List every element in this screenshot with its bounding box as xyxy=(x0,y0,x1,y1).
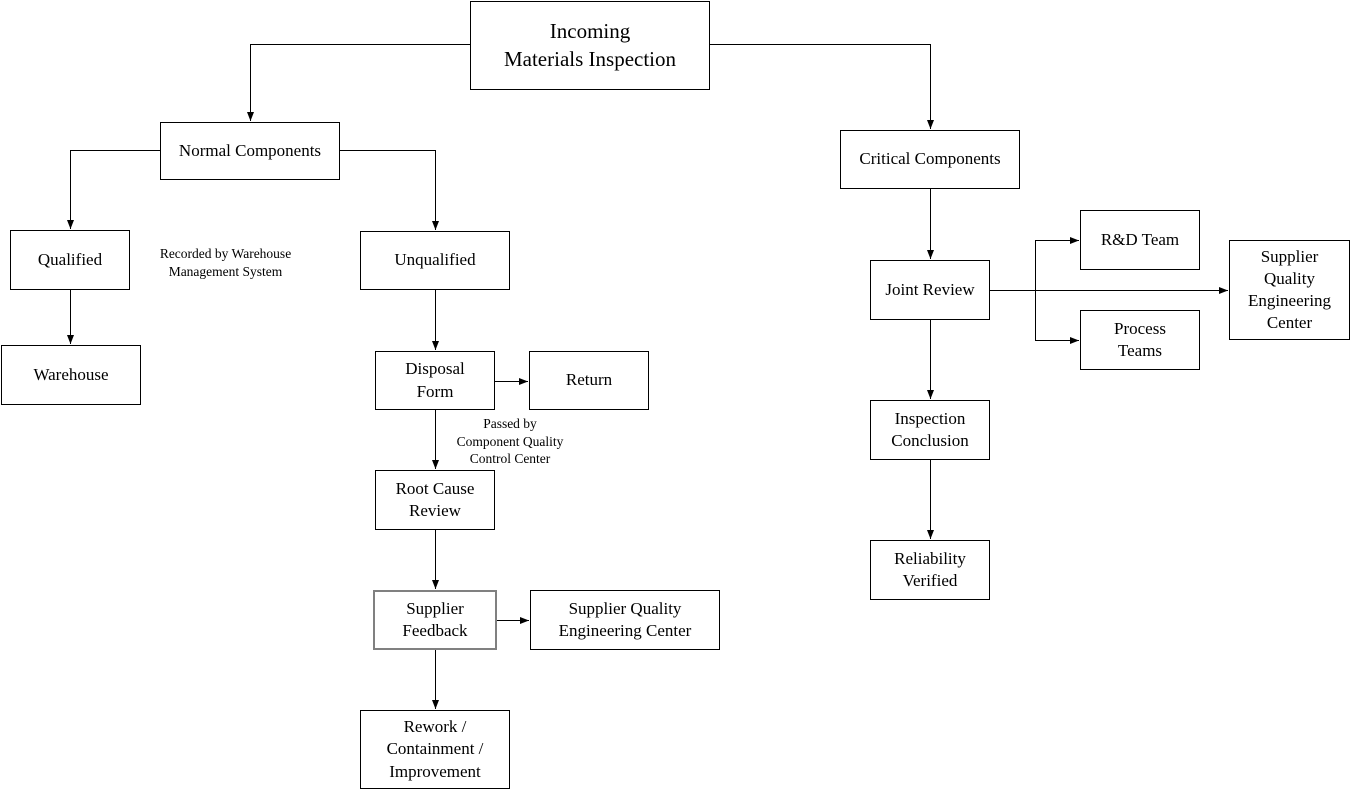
node-disposal-form: Disposal Form xyxy=(375,351,495,410)
node-supplier-feedback: Supplier Feedback xyxy=(373,590,497,650)
annotation-passed-by-cqcc: Passed by Component Quality Control Cent… xyxy=(456,416,564,467)
node-incoming-materials-inspection: Incoming Materials Inspection xyxy=(470,1,710,90)
node-return: Return xyxy=(529,351,649,410)
node-reliability-verified: Reliability Verified xyxy=(870,540,990,600)
node-supplier-quality-engineering-center-right: Supplier Quality Engineering Center xyxy=(1229,240,1350,340)
edge-incoming-to-normal xyxy=(247,44,470,121)
node-warehouse: Warehouse xyxy=(1,345,141,405)
edge-joint-to-rd-team xyxy=(1035,237,1079,291)
node-joint-review: Joint Review xyxy=(870,260,990,320)
node-qualified: Qualified xyxy=(10,230,130,290)
edge-joint-to-process-teams xyxy=(1035,290,1079,344)
edge-normal-to-unqualified xyxy=(340,150,439,230)
node-process-teams: Process Teams xyxy=(1080,310,1200,370)
node-rd-team: R&D Team xyxy=(1080,210,1200,270)
node-normal-components: Normal Components xyxy=(160,122,340,180)
node-root-cause-review: Root Cause Review xyxy=(375,470,495,530)
node-supplier-quality-engineering-center-left: Supplier Quality Engineering Center xyxy=(530,590,720,650)
annotation-recorded-by-warehouse: Recorded by Warehouse Management System xyxy=(159,246,292,279)
node-rework-containment-improvement: Rework / Containment / Improvement xyxy=(360,710,510,789)
node-unqualified: Unqualified xyxy=(360,231,510,290)
edge-incoming-to-critical xyxy=(710,44,934,129)
edge-normal-to-qualified xyxy=(67,150,160,229)
node-critical-components: Critical Components xyxy=(840,130,1020,189)
node-inspection-conclusion: Inspection Conclusion xyxy=(870,400,990,460)
